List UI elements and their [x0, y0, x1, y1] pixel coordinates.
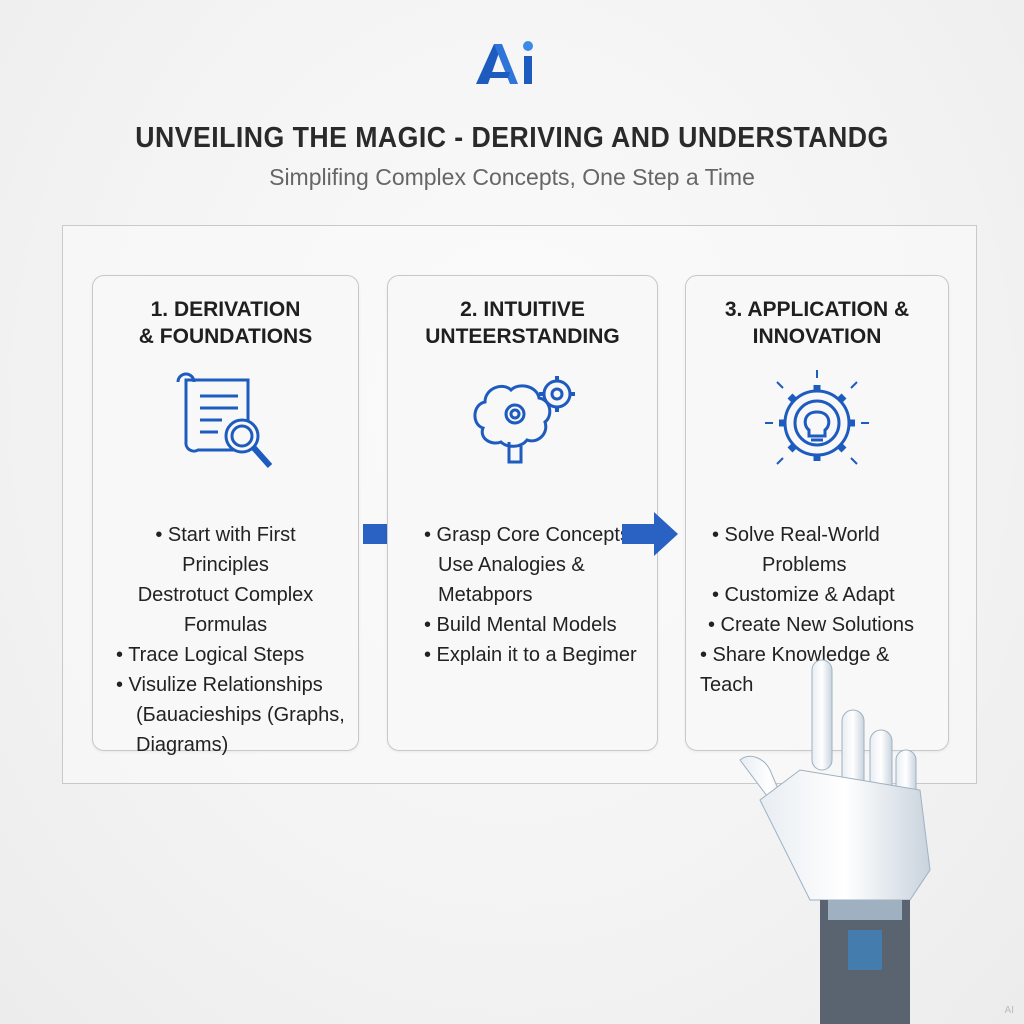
bullet-item: • Build Mental Models	[424, 614, 617, 636]
card-title: 3. APPLICATION & INNOVATION	[686, 296, 948, 350]
card-title: 1. DERIVATION & FOUNDATIONS	[93, 296, 358, 350]
bullet-item: • Grasp Core Concepts	[424, 524, 630, 546]
bullet-item: Problems	[762, 554, 847, 576]
page-subtitle: Simplifing Complex Concepts, One Step a …	[269, 164, 755, 190]
step-card-understanding: 2. INTUITIVE UNTEERSTANDING • Grasp Core …	[387, 275, 658, 751]
bullet-item: • Solve Real-World	[712, 524, 880, 546]
bullet-item: Metabpors	[438, 584, 533, 606]
card-title-line: 2. INTUITIVE	[460, 298, 585, 321]
bullet-item: • Visulize Relationships	[116, 674, 323, 696]
arrow-right-icon	[622, 512, 678, 556]
bullet-item: • Customize & Adapt	[712, 584, 895, 606]
bullet-item: Use Analogies &	[438, 554, 585, 576]
bullet-item: (Бauacieships (Graphs,	[136, 704, 345, 726]
brain-gears-icon	[473, 376, 575, 464]
bullet-item: • Create New Solutions	[708, 614, 914, 636]
card-bullets: • Start with First Principles Destrotuct…	[101, 520, 350, 760]
bullet-item: Diagrams)	[136, 734, 229, 756]
document-magnifier-icon	[176, 372, 272, 468]
card-title-line: & FOUNDATIONS	[138, 325, 313, 348]
bullet-item: • Start with First	[155, 524, 296, 546]
robot-hand-illustration	[739, 659, 931, 1024]
card-title-line: 3. APPLICATION &	[724, 298, 910, 321]
step-card-derivation: 1. DERIVATION & FOUNDATIONS • Start with …	[92, 275, 359, 756]
bullet-item: Destrotuct Complex Formulas	[137, 584, 314, 636]
card-title-line: UNTEERSTANDING	[425, 325, 620, 348]
bullet-item: • Trace Logical Steps	[116, 644, 305, 666]
bullet-item: • Share Knowledge & Teach	[700, 644, 890, 696]
card-title-line: INNOVATION	[752, 325, 882, 348]
card-title: 2. INTUITIVE UNTEERSTANDING	[388, 296, 657, 350]
page-title: UNVEILING THE MAGIC - DERIVING AND UNDER…	[135, 122, 889, 154]
ai-logo	[476, 41, 533, 84]
card-title-line: 1. DERIVATION	[150, 298, 301, 321]
card-bullets: • Solve Real-World Problems • Customize …	[700, 520, 940, 700]
watermark: AI	[1004, 1005, 1014, 1016]
card-bullets: • Grasp Core Concepts Use Analogies & Me…	[424, 520, 649, 670]
bullet-item: Principles	[182, 554, 269, 576]
gear-lightbulb-icon	[765, 370, 869, 465]
bullet-item: • Explain it to a Begimer	[424, 644, 637, 666]
